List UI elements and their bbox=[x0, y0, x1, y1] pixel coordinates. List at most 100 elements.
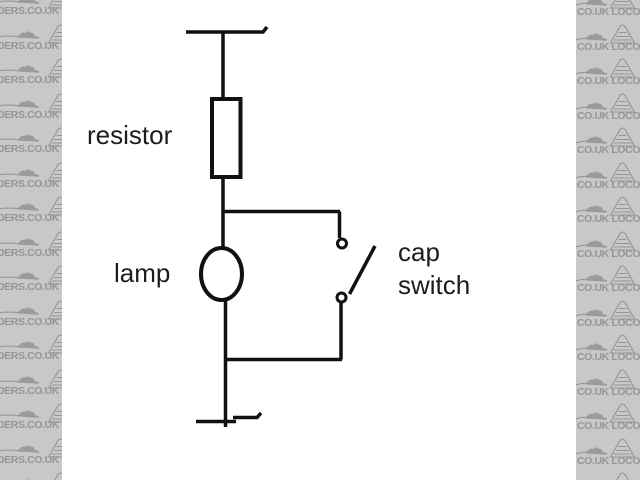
lamp-symbol bbox=[199, 246, 244, 302]
watermark-row: CO.UK LOCOST bbox=[576, 299, 640, 340]
watermark-text: DERS.CO.UK LO bbox=[0, 212, 62, 224]
car-doodle-icon bbox=[0, 99, 40, 108]
mountain-logo-icon bbox=[609, 299, 636, 320]
watermark-text: CO.UK LOCOST bbox=[577, 351, 640, 363]
mountain-logo-icon bbox=[609, 437, 636, 458]
mountain-logo-icon bbox=[47, 196, 62, 216]
watermark-text: CO.UK LOCOST bbox=[577, 213, 640, 225]
car-doodle-icon bbox=[0, 410, 40, 418]
watermark-row: CO.UK LOCOST bbox=[576, 437, 640, 478]
mountain-logo-icon bbox=[47, 230, 62, 251]
mountain-logo-icon bbox=[609, 127, 636, 147]
mountain-logo-icon bbox=[47, 23, 62, 44]
watermark-row: CO.UK LOCOST bbox=[576, 58, 640, 98]
watermark-row: DERS.CO.UK LO bbox=[0, 23, 62, 63]
watermark-text: CO.UK LOCOST bbox=[577, 282, 640, 294]
car-doodle-icon bbox=[0, 272, 40, 280]
car-doodle-icon bbox=[0, 237, 40, 246]
watermark-row: CO.UK LOCOST bbox=[576, 334, 640, 374]
watermark-text: CO.UK LOCOST bbox=[577, 6, 640, 18]
mountain-logo-icon bbox=[47, 299, 62, 320]
car-doodle-icon bbox=[576, 343, 608, 351]
car-doodle-icon bbox=[0, 168, 40, 177]
watermark-row: DERS.CO.UK LO bbox=[0, 230, 62, 270]
car-doodle-icon bbox=[0, 444, 40, 453]
watermark-row: CO.UK LOCOST bbox=[576, 196, 640, 236]
watermark-row: CO.UK LOCOST bbox=[576, 265, 640, 305]
watermark-row: CO.UK LOCOST bbox=[576, 472, 640, 480]
watermark-strip-left: DERS.CO.UK LO DERS.CO.UK LO DERS.CO.UK L… bbox=[0, 0, 62, 480]
watermark-text: DERS.CO.UK LO bbox=[0, 108, 62, 121]
watermark-row: CO.UK LOCOST bbox=[576, 161, 640, 202]
watermark-text: DERS.CO.UK LO bbox=[0, 281, 62, 293]
switch-lever bbox=[347, 245, 377, 295]
mountain-logo-icon bbox=[47, 368, 62, 389]
mountain-logo-icon bbox=[609, 265, 636, 285]
watermark-row: DERS.CO.UK LO bbox=[0, 161, 62, 201]
watermark-text: DERS.CO.UK LO bbox=[0, 143, 62, 155]
lamp-label: lamp bbox=[114, 258, 171, 288]
watermark-row: CO.UK LOCOST bbox=[576, 23, 640, 64]
switch-contact-top bbox=[336, 237, 348, 250]
switch-contact-bottom bbox=[335, 291, 348, 304]
watermark-text: CO.UK LOCOST bbox=[577, 75, 640, 87]
watermark-text: DERS.CO.UK LO bbox=[0, 5, 62, 17]
car-doodle-icon bbox=[0, 375, 40, 384]
car-doodle-icon bbox=[0, 134, 40, 142]
mountain-logo-icon bbox=[609, 230, 636, 251]
mountain-logo-icon bbox=[609, 161, 636, 182]
cap-switch-label-line1: cap bbox=[398, 237, 440, 267]
mountain-logo-icon bbox=[47, 58, 62, 78]
watermark-row: CO.UK LOCOST bbox=[576, 368, 640, 409]
watermark-text: CO.UK LOCOST bbox=[577, 385, 640, 398]
watermark-text: CO.UK LOCOST bbox=[577, 178, 640, 191]
mountain-logo-icon bbox=[609, 58, 636, 78]
watermark-text: DERS.CO.UK LO bbox=[0, 177, 62, 190]
watermark-text: CO.UK LOCOST bbox=[577, 316, 640, 329]
watermark-text: CO.UK LOCOST bbox=[577, 144, 640, 156]
mountain-logo-icon bbox=[47, 127, 62, 147]
watermark-strip-right: CO.UK LOCOST CO.UK LOCOST CO.UK LOCOST bbox=[576, 0, 640, 480]
car-doodle-icon bbox=[576, 0, 608, 6]
car-doodle-icon bbox=[576, 412, 608, 420]
image-panel bbox=[62, 0, 576, 480]
watermark-text: CO.UK LOCOST bbox=[577, 420, 640, 432]
mountain-logo-icon bbox=[609, 334, 636, 354]
watermark-row: DERS.CO.UK LO bbox=[0, 299, 62, 339]
watermark-row: DERS.CO.UK LO bbox=[0, 92, 62, 132]
car-doodle-icon bbox=[576, 446, 608, 455]
watermark-row: DERS.CO.UK LO bbox=[0, 265, 62, 304]
car-doodle-icon bbox=[576, 101, 608, 110]
watermark-text: DERS.CO.UK LO bbox=[0, 453, 62, 466]
watermark-row: DERS.CO.UK LO bbox=[0, 334, 62, 373]
car-doodle-icon bbox=[576, 308, 608, 317]
car-doodle-icon bbox=[0, 203, 40, 211]
car-doodle-icon bbox=[576, 274, 608, 282]
mountain-logo-icon bbox=[47, 92, 62, 113]
car-doodle-icon bbox=[576, 32, 608, 41]
car-doodle-icon bbox=[0, 341, 40, 349]
resistor-label: resistor bbox=[87, 120, 173, 150]
mountain-logo-icon bbox=[609, 403, 636, 423]
car-doodle-icon bbox=[576, 67, 608, 75]
car-doodle-icon bbox=[0, 0, 40, 4]
car-doodle-icon bbox=[576, 377, 608, 386]
car-doodle-icon bbox=[576, 170, 608, 179]
watermark-text: DERS.CO.UK LO bbox=[0, 350, 62, 362]
watermark-row: DERS.CO.UK LO bbox=[0, 368, 62, 408]
mountain-logo-icon bbox=[47, 403, 62, 423]
resistor-symbol bbox=[210, 97, 243, 179]
watermark-text: DERS.CO.UK LO bbox=[0, 384, 62, 397]
mountain-logo-icon bbox=[47, 334, 62, 354]
watermark-text: DERS.CO.UK LO bbox=[0, 315, 62, 328]
watermark-row: DERS.CO.UK LO bbox=[0, 196, 62, 235]
watermark-row: CO.UK LOCOST bbox=[576, 403, 640, 443]
mountain-logo-icon bbox=[609, 92, 636, 113]
power-line-top bbox=[186, 25, 269, 34]
car-doodle-icon bbox=[576, 205, 608, 213]
watermark-row: DERS.CO.UK LO bbox=[0, 58, 62, 97]
mountain-logo-icon bbox=[609, 368, 636, 389]
mountain-logo-icon bbox=[47, 265, 62, 285]
